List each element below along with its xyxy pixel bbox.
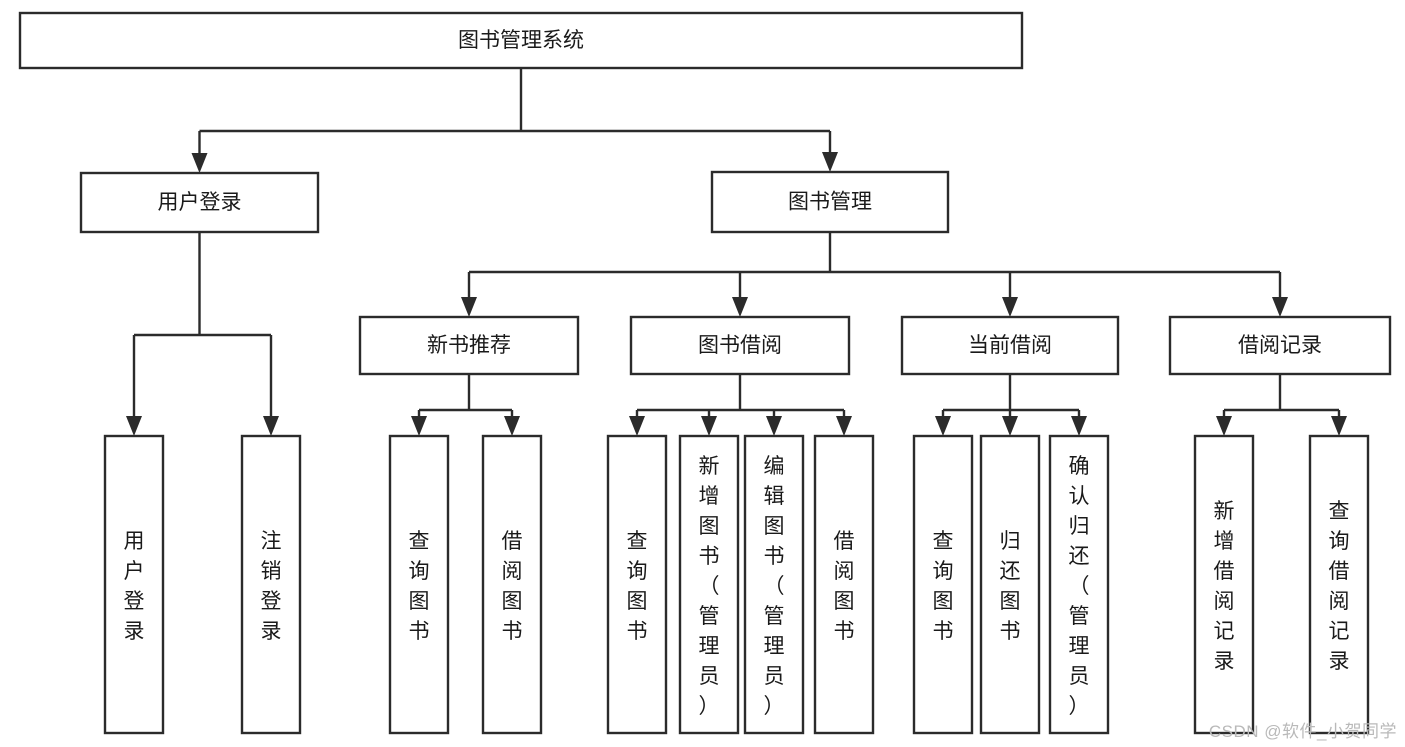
arrow-head-icon bbox=[822, 152, 838, 172]
node-label: 图书管理系统 bbox=[458, 29, 584, 52]
node-label: 确认归还（管理员） bbox=[1069, 455, 1090, 718]
connector-group bbox=[191, 68, 838, 173]
node-box[interactable] bbox=[79, 171, 320, 234]
node-box[interactable] bbox=[388, 434, 450, 735]
arrow-head-icon bbox=[1071, 416, 1087, 436]
node-user-login[interactable]: 用户登录 bbox=[79, 171, 320, 234]
connector-group bbox=[1216, 374, 1347, 436]
node-leaf-borrow-book[interactable]: 借阅图书 bbox=[813, 434, 875, 735]
node-leaf-query-book-borrow[interactable]: 查询图书 bbox=[606, 434, 668, 735]
node-box[interactable] bbox=[18, 11, 1024, 70]
node-box[interactable] bbox=[1168, 315, 1392, 376]
connector-group bbox=[629, 374, 852, 436]
node-box[interactable] bbox=[1308, 434, 1370, 735]
node-box[interactable] bbox=[900, 315, 1120, 376]
node-label: 新增图书（管理员） bbox=[699, 455, 720, 718]
node-box[interactable] bbox=[912, 434, 974, 735]
node-label: 查询图书 bbox=[933, 530, 954, 643]
node-box[interactable] bbox=[1048, 434, 1110, 735]
node-layer: 图书管理系统用户登录图书管理新书推荐图书借阅当前借阅借阅记录用户登录注销登录查询… bbox=[18, 11, 1392, 735]
arrow-head-icon bbox=[1272, 297, 1288, 317]
node-label: 用户登录 bbox=[124, 530, 145, 643]
arrow-head-icon bbox=[1002, 297, 1018, 317]
node-label: 新增借阅记录 bbox=[1214, 500, 1235, 673]
node-box[interactable] bbox=[606, 434, 668, 735]
node-box[interactable] bbox=[743, 434, 805, 735]
node-leaf-add-book-admin[interactable]: 新增图书（管理员） bbox=[678, 434, 740, 735]
arrow-head-icon bbox=[263, 416, 279, 436]
node-leaf-return-book[interactable]: 归还图书 bbox=[979, 434, 1041, 735]
node-label: 图书借阅 bbox=[698, 334, 782, 357]
connector-group bbox=[461, 232, 1288, 317]
node-label: 查询图书 bbox=[409, 530, 430, 643]
node-label: 新书推荐 bbox=[427, 334, 511, 357]
node-label: 用户登录 bbox=[158, 191, 242, 214]
node-new-book-recommend[interactable]: 新书推荐 bbox=[358, 315, 580, 376]
node-label: 当前借阅 bbox=[968, 334, 1052, 357]
node-box[interactable] bbox=[103, 434, 165, 735]
node-box[interactable] bbox=[813, 434, 875, 735]
node-borrow-record[interactable]: 借阅记录 bbox=[1168, 315, 1392, 376]
node-label: 注销登录 bbox=[261, 530, 282, 643]
arrow-head-icon bbox=[1002, 416, 1018, 436]
node-label: 图书管理 bbox=[788, 191, 872, 214]
arrow-head-icon bbox=[461, 297, 477, 317]
node-box[interactable] bbox=[629, 315, 851, 376]
node-leaf-query-borrow-record[interactable]: 查询借阅记录 bbox=[1308, 434, 1370, 735]
arrow-head-icon bbox=[629, 416, 645, 436]
arrow-head-icon bbox=[935, 416, 951, 436]
node-root[interactable]: 图书管理系统 bbox=[18, 11, 1024, 70]
arrow-head-icon bbox=[504, 416, 520, 436]
node-box[interactable] bbox=[240, 434, 302, 735]
node-leaf-logout-login[interactable]: 注销登录 bbox=[240, 434, 302, 735]
node-label: 查询借阅记录 bbox=[1329, 500, 1350, 673]
node-leaf-confirm-return-admin[interactable]: 确认归还（管理员） bbox=[1048, 434, 1110, 735]
node-box[interactable] bbox=[358, 315, 580, 376]
arrow-head-icon bbox=[732, 297, 748, 317]
node-leaf-query-book-current[interactable]: 查询图书 bbox=[912, 434, 974, 735]
node-box[interactable] bbox=[678, 434, 740, 735]
connector-group bbox=[126, 232, 279, 436]
node-label: 借阅记录 bbox=[1238, 334, 1322, 357]
node-label: 查询图书 bbox=[627, 530, 648, 643]
arrow-head-icon bbox=[701, 416, 717, 436]
arrow-head-icon bbox=[126, 416, 142, 436]
arrow-head-icon bbox=[1216, 416, 1232, 436]
node-box[interactable] bbox=[481, 434, 543, 735]
node-leaf-edit-book-admin[interactable]: 编辑图书（管理员） bbox=[743, 434, 805, 735]
node-box[interactable] bbox=[1193, 434, 1255, 735]
node-box[interactable] bbox=[979, 434, 1041, 735]
arrow-head-icon bbox=[191, 153, 208, 173]
node-leaf-user-login[interactable]: 用户登录 bbox=[103, 434, 165, 735]
node-leaf-borrow-book-recommend[interactable]: 借阅图书 bbox=[481, 434, 543, 735]
arrow-head-icon bbox=[766, 416, 782, 436]
node-label: 归还图书 bbox=[1000, 530, 1021, 643]
connector-group bbox=[935, 374, 1087, 436]
node-label: 编辑图书（管理员） bbox=[764, 455, 785, 718]
arrow-head-icon bbox=[836, 416, 852, 436]
node-label: 借阅图书 bbox=[502, 530, 523, 643]
node-label: 借阅图书 bbox=[834, 530, 855, 643]
connector-layer bbox=[126, 68, 1347, 436]
arrow-head-icon bbox=[411, 416, 427, 436]
node-current-borrow[interactable]: 当前借阅 bbox=[900, 315, 1120, 376]
node-book-manage[interactable]: 图书管理 bbox=[710, 170, 950, 234]
connector-group bbox=[411, 374, 520, 436]
node-leaf-query-book-recommend[interactable]: 查询图书 bbox=[388, 434, 450, 735]
node-box[interactable] bbox=[710, 170, 950, 234]
arrow-head-icon bbox=[1331, 416, 1347, 436]
node-book-borrow[interactable]: 图书借阅 bbox=[629, 315, 851, 376]
node-leaf-add-borrow-record[interactable]: 新增借阅记录 bbox=[1193, 434, 1255, 735]
